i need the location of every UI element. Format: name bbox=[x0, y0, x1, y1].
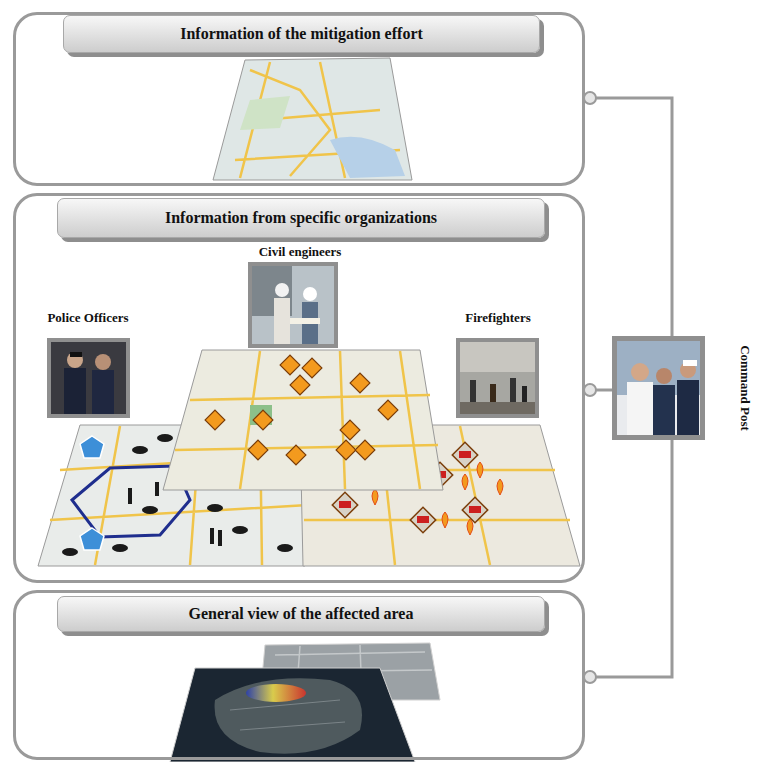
section-panel: General view of the affected area bbox=[13, 590, 585, 760]
police-photo bbox=[47, 338, 130, 418]
firefighter-map bbox=[300, 425, 580, 566]
city-map bbox=[213, 58, 412, 180]
command-post-photo bbox=[612, 336, 705, 440]
group-label: Civil engineers bbox=[259, 244, 342, 260]
civil-engineer-map bbox=[163, 350, 443, 490]
section-heading: Information from specific organizations bbox=[57, 198, 545, 238]
connector bbox=[585, 98, 672, 336]
connector-dot bbox=[584, 92, 596, 104]
section-panel: Information of the mitigation effort bbox=[13, 12, 585, 186]
group-label: Police Officers bbox=[47, 310, 128, 326]
firefighters-photo bbox=[456, 338, 539, 418]
civil-engineers-photo bbox=[248, 262, 338, 348]
command-post-box: Command Post bbox=[612, 336, 752, 440]
connector-dot bbox=[584, 671, 596, 683]
section-heading: Information of the mitigation effort bbox=[63, 15, 540, 53]
vertical-title: Command Post bbox=[737, 345, 753, 431]
group-label: Firefighters bbox=[465, 310, 530, 326]
connector-dot bbox=[584, 384, 596, 396]
satellite-view bbox=[170, 643, 440, 762]
section-heading: General view of the affected area bbox=[57, 596, 545, 632]
connector bbox=[585, 440, 672, 677]
